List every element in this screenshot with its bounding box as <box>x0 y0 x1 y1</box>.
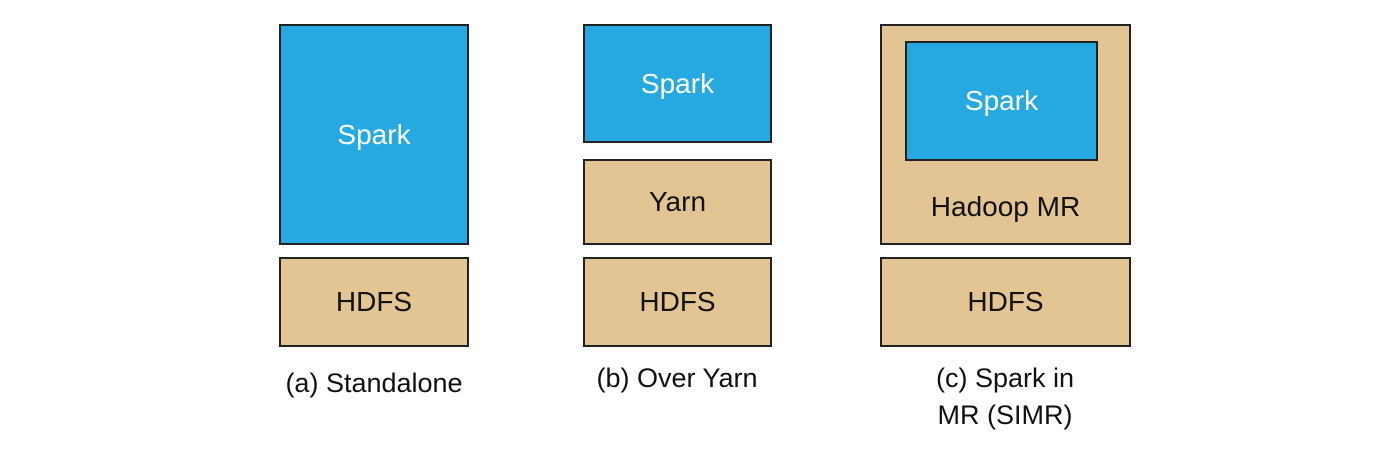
caption-standalone: (a) Standalone <box>285 368 463 398</box>
yarn-label: Yarn <box>648 186 707 217</box>
spark-block: Spark <box>583 24 772 143</box>
spark-block: Spark <box>905 41 1098 161</box>
caption-simr: (c) Spark in MR (SIMR) <box>855 360 1155 434</box>
hdfs-label: HDFS <box>639 286 716 317</box>
hdfs-block: HDFS <box>880 257 1131 347</box>
hdfs-label: HDFS <box>967 286 1044 317</box>
hadoop-mr-label: Hadoop MR <box>930 191 1081 222</box>
spark-label: Spark <box>640 67 715 99</box>
spark-label: Spark <box>964 85 1039 116</box>
spark-block: Spark <box>279 24 469 245</box>
caption-over-yarn: (b) Over Yarn <box>596 363 758 393</box>
hdfs-label: HDFS <box>335 286 413 317</box>
spark-label: Spark <box>337 118 411 150</box>
hdfs-block: HDFS <box>583 257 772 347</box>
caption-line-2: MR (SIMR) <box>937 400 1073 430</box>
caption-line-1: (c) Spark in <box>935 363 1075 393</box>
yarn-block: Yarn <box>583 159 772 245</box>
hdfs-block: HDFS <box>279 257 469 347</box>
